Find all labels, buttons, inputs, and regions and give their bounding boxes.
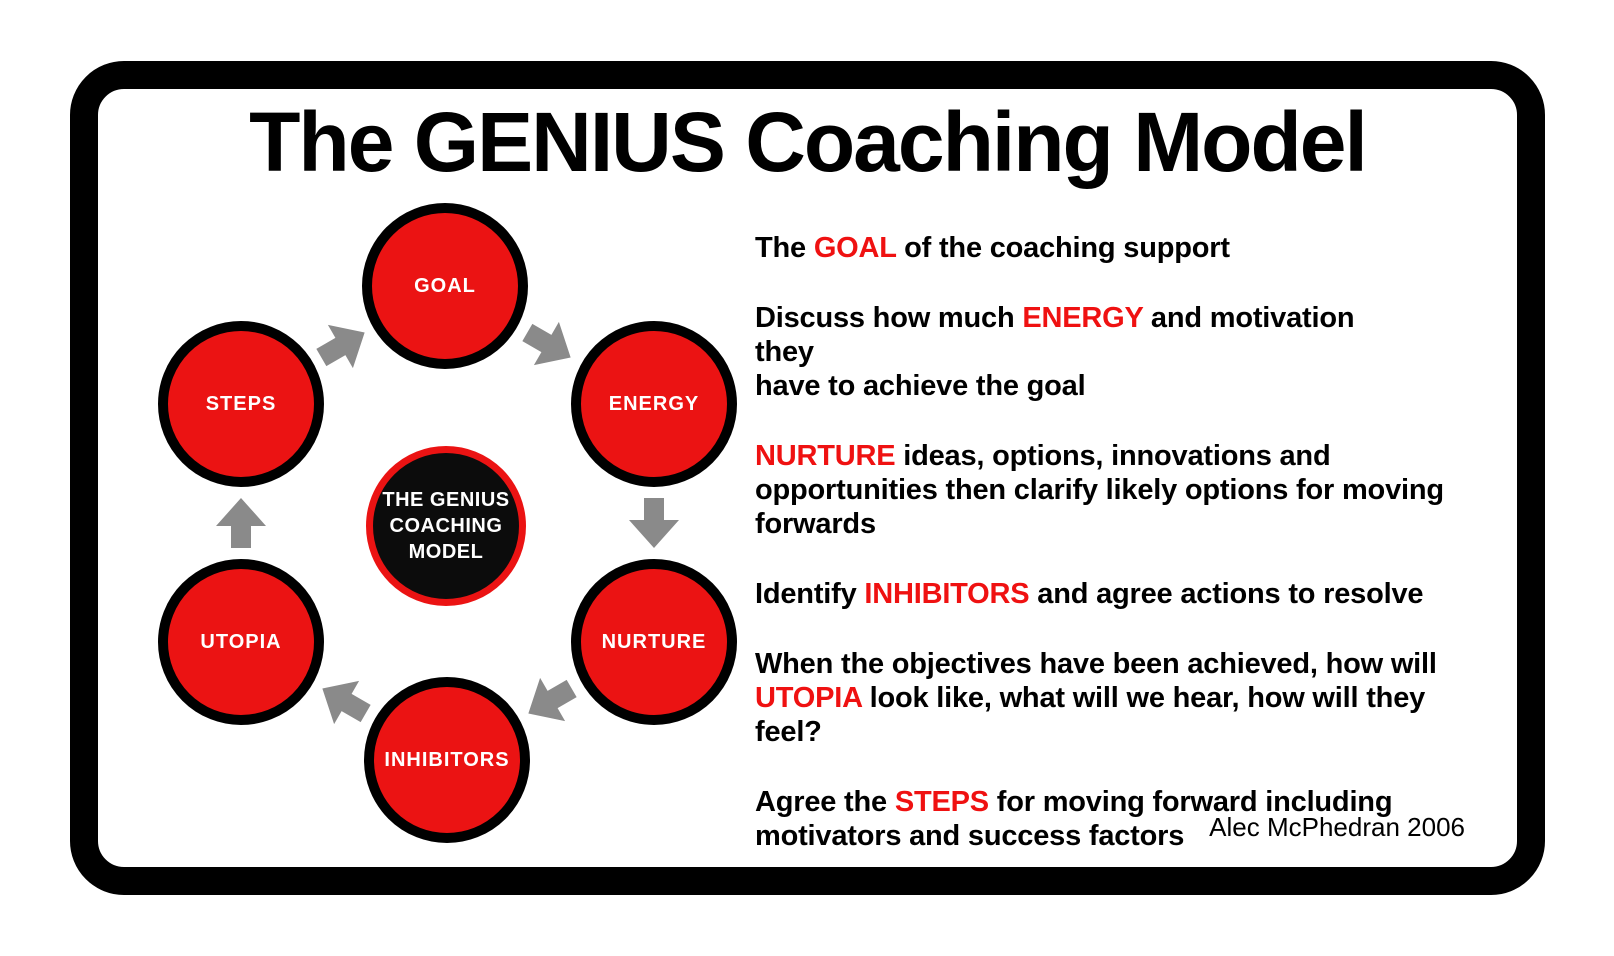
center-hub-line2: COACHING — [389, 515, 503, 537]
text-line: UTOPIA look like, what will we hear, how… — [755, 682, 1426, 714]
poster-frame — [70, 61, 1545, 895]
text-line: When the objectives have been achieved, … — [755, 648, 1437, 680]
node-energy-label: ENERGY — [608, 392, 700, 415]
text-line: opportunities then clarify likely option… — [755, 474, 1444, 506]
paragraph-steps: Agree the STEPS for moving forward inclu… — [755, 785, 1450, 853]
node-utopia: UTOPIA — [158, 559, 324, 725]
keyword-steps: STEPS — [894, 786, 989, 818]
text-line: The GOAL of the coaching support — [755, 232, 1230, 264]
text-line: Discuss how much ENERGY and motivation t… — [755, 302, 1355, 368]
text-line: motivators and success factors — [755, 820, 1185, 852]
node-steps-label: STEPS — [205, 392, 277, 415]
paragraph-nurture: NURTURE ideas, options, innovations and … — [755, 439, 1495, 541]
node-utopia-label: UTOPIA — [200, 630, 282, 653]
node-nurture: NURTURE — [571, 559, 737, 725]
center-hub-line1: THE GENIUS — [382, 489, 510, 511]
paragraph-goal: The GOAL of the coaching support — [755, 231, 1525, 265]
text-line: forwards — [755, 508, 876, 540]
text-line: feel? — [755, 716, 822, 748]
node-goal-label: GOAL — [414, 274, 476, 297]
text-line: have to achieve the goal — [755, 370, 1086, 402]
description-panel: The GOAL of the coaching support Discuss… — [755, 231, 1525, 889]
center-hub-line3: MODEL — [408, 541, 484, 563]
paragraph-inhibitors: Identify INHIBITORS and agree actions to… — [755, 577, 1525, 611]
keyword-nurture: NURTURE — [755, 440, 896, 472]
node-goal: GOAL — [362, 203, 528, 369]
text-line: Agree the STEPS for moving forward inclu… — [755, 786, 1393, 818]
node-nurture-label: NURTURE — [601, 630, 707, 653]
center-hub: THE GENIUS COACHING MODEL — [366, 446, 526, 606]
keyword-inhibitors: INHIBITORS — [864, 578, 1030, 610]
keyword-utopia: UTOPIA — [755, 682, 862, 714]
node-inhibitors: INHIBITORS — [364, 677, 530, 843]
text-line: Identify INHIBITORS and agree actions to… — [755, 578, 1424, 610]
paragraph-utopia: When the objectives have been achieved, … — [755, 647, 1490, 749]
node-steps: STEPS — [158, 321, 324, 487]
paragraph-energy: Discuss how much ENERGY and motivation t… — [755, 301, 1405, 403]
node-inhibitors-label: INHIBITORS — [384, 748, 510, 771]
node-energy: ENERGY — [571, 321, 737, 487]
page-title: The GENIUS Coaching Model — [249, 95, 1368, 189]
attribution: Alec McPhedran 2006 — [1209, 812, 1465, 842]
keyword-energy: ENERGY — [1022, 302, 1144, 334]
text-line: NURTURE ideas, options, innovations and — [755, 440, 1331, 472]
keyword-goal: GOAL — [813, 232, 897, 264]
